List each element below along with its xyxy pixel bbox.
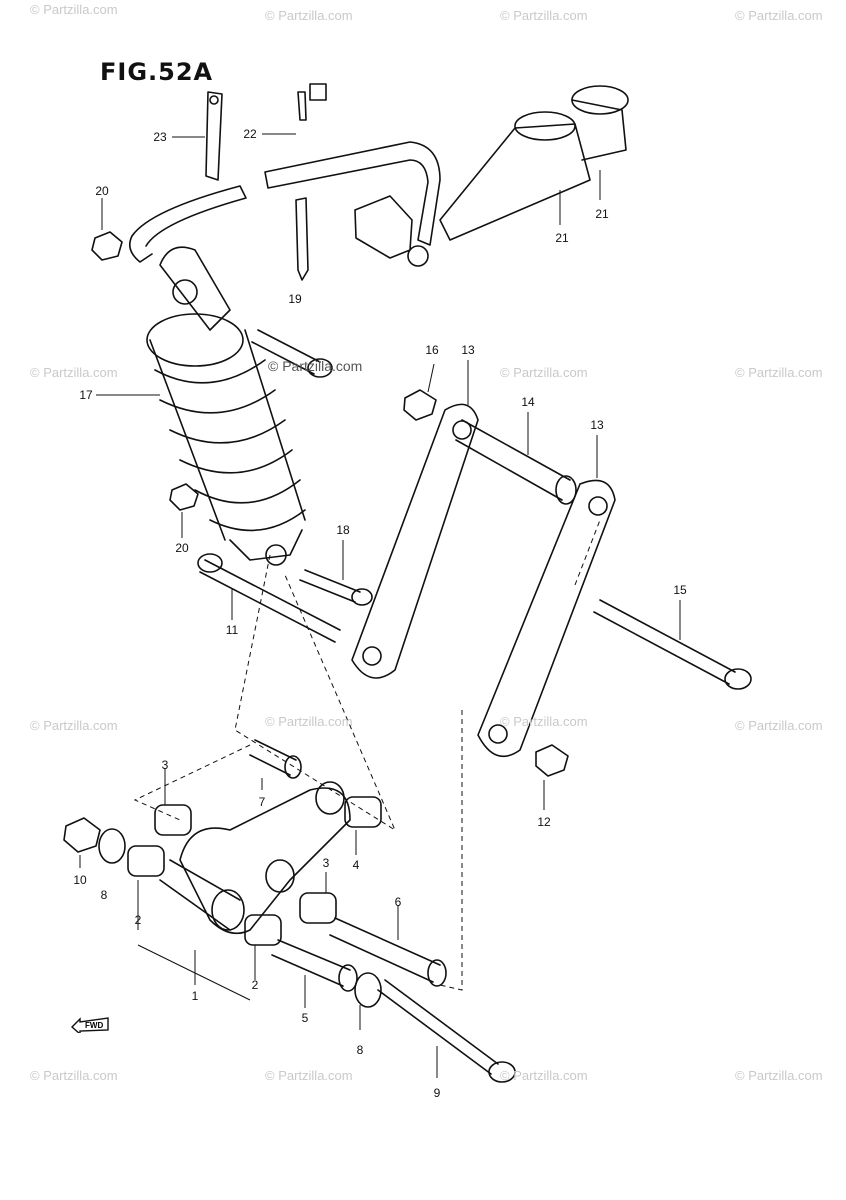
watermark-center: © Partzilla.com xyxy=(268,358,363,374)
callout-4: 4 xyxy=(352,858,360,872)
part-spacer-6 xyxy=(329,917,447,987)
watermark: © Partzilla.com xyxy=(500,1068,588,1083)
part-washer-8-left xyxy=(98,828,126,864)
part-bearing-3-left xyxy=(154,804,192,836)
callout-8: 8 xyxy=(356,1043,364,1057)
callout-3: 3 xyxy=(322,856,330,870)
callout-22: 22 xyxy=(243,127,257,141)
part-spacer-7 xyxy=(249,739,302,779)
watermark: © Partzilla.com xyxy=(30,718,118,733)
watermark: © Partzilla.com xyxy=(30,2,118,17)
part-hose xyxy=(129,141,441,263)
callout-6: 6 xyxy=(394,895,402,909)
callout-10: 10 xyxy=(73,873,87,887)
fwd-label: FWD xyxy=(85,1021,103,1030)
part-bearing-2-left xyxy=(127,845,165,877)
part-bolt-9 xyxy=(377,979,516,1083)
callout-19: 19 xyxy=(288,292,302,306)
part-cushion-lever-1 xyxy=(159,781,351,935)
callout-7: 7 xyxy=(258,795,266,809)
part-bearing-2-right xyxy=(244,914,282,946)
callout-13: 13 xyxy=(461,343,475,357)
fwd-arrow-icon: FWD xyxy=(70,1017,109,1033)
watermark: © Partzilla.com xyxy=(30,365,118,380)
part-shock-absorber-17 xyxy=(146,246,306,566)
part-link-13-right xyxy=(477,479,616,758)
callout-21: 21 xyxy=(595,207,609,221)
part-spacer-5 xyxy=(271,939,358,992)
part-cable-tie-22 xyxy=(297,83,327,121)
figure-title: FIG.52A xyxy=(100,58,214,86)
callout-8: 8 xyxy=(100,888,108,902)
watermark: © Partzilla.com xyxy=(265,1068,353,1083)
watermark: © Partzilla.com xyxy=(500,365,588,380)
part-bolt-11 xyxy=(197,553,341,643)
part-link-13-left xyxy=(351,403,479,679)
part-clamp-23 xyxy=(205,91,223,181)
part-bolt-15 xyxy=(593,599,752,690)
callout-17: 17 xyxy=(79,388,93,402)
callout-1: 1 xyxy=(191,989,199,1003)
part-nut-10 xyxy=(63,817,101,853)
callout-14: 14 xyxy=(521,395,535,409)
part-bearing-4 xyxy=(344,796,382,828)
watermark: © Partzilla.com xyxy=(500,8,588,23)
watermark: © Partzilla.com xyxy=(500,714,588,729)
watermark: © Partzilla.com xyxy=(735,1068,823,1083)
watermark: © Partzilla.com xyxy=(30,1068,118,1083)
part-nut-16 xyxy=(403,389,437,421)
callout-13: 13 xyxy=(590,418,604,432)
leader-lines xyxy=(79,133,681,1078)
callout-9: 9 xyxy=(433,1086,441,1100)
watermark: © Partzilla.com xyxy=(735,8,823,23)
callout-23: 23 xyxy=(153,130,167,144)
part-cable-tie-19 xyxy=(295,197,309,281)
part-bolt-upper xyxy=(251,329,333,378)
assembly-guide-lines xyxy=(133,519,601,991)
watermark: © Partzilla.com xyxy=(265,8,353,23)
part-bolt-18 xyxy=(299,569,373,606)
watermark: © Partzilla.com xyxy=(265,714,353,729)
watermark: © Partzilla.com xyxy=(735,365,823,380)
callout-2: 2 xyxy=(251,978,259,992)
callout-11: 11 xyxy=(225,623,239,637)
callout-5: 5 xyxy=(301,1011,309,1025)
watermark: © Partzilla.com xyxy=(735,718,823,733)
part-nut-20-upper xyxy=(91,231,123,261)
part-washer-8-right xyxy=(354,972,382,1008)
callout-20: 20 xyxy=(175,541,189,555)
part-bearing-3-right xyxy=(299,892,337,924)
callout-18: 18 xyxy=(336,523,350,537)
part-nut-12 xyxy=(535,744,569,777)
callout-3: 3 xyxy=(161,758,169,772)
callout-21: 21 xyxy=(555,231,569,245)
callout-12: 12 xyxy=(537,815,551,829)
callout-16: 16 xyxy=(425,343,439,357)
callout-20: 20 xyxy=(95,184,109,198)
part-sleeve-14 xyxy=(455,419,577,505)
part-reservoir-tank xyxy=(354,85,629,267)
callout-15: 15 xyxy=(673,583,687,597)
part-nut-20-lower xyxy=(169,483,199,511)
callout-2: 2 xyxy=(134,913,142,927)
